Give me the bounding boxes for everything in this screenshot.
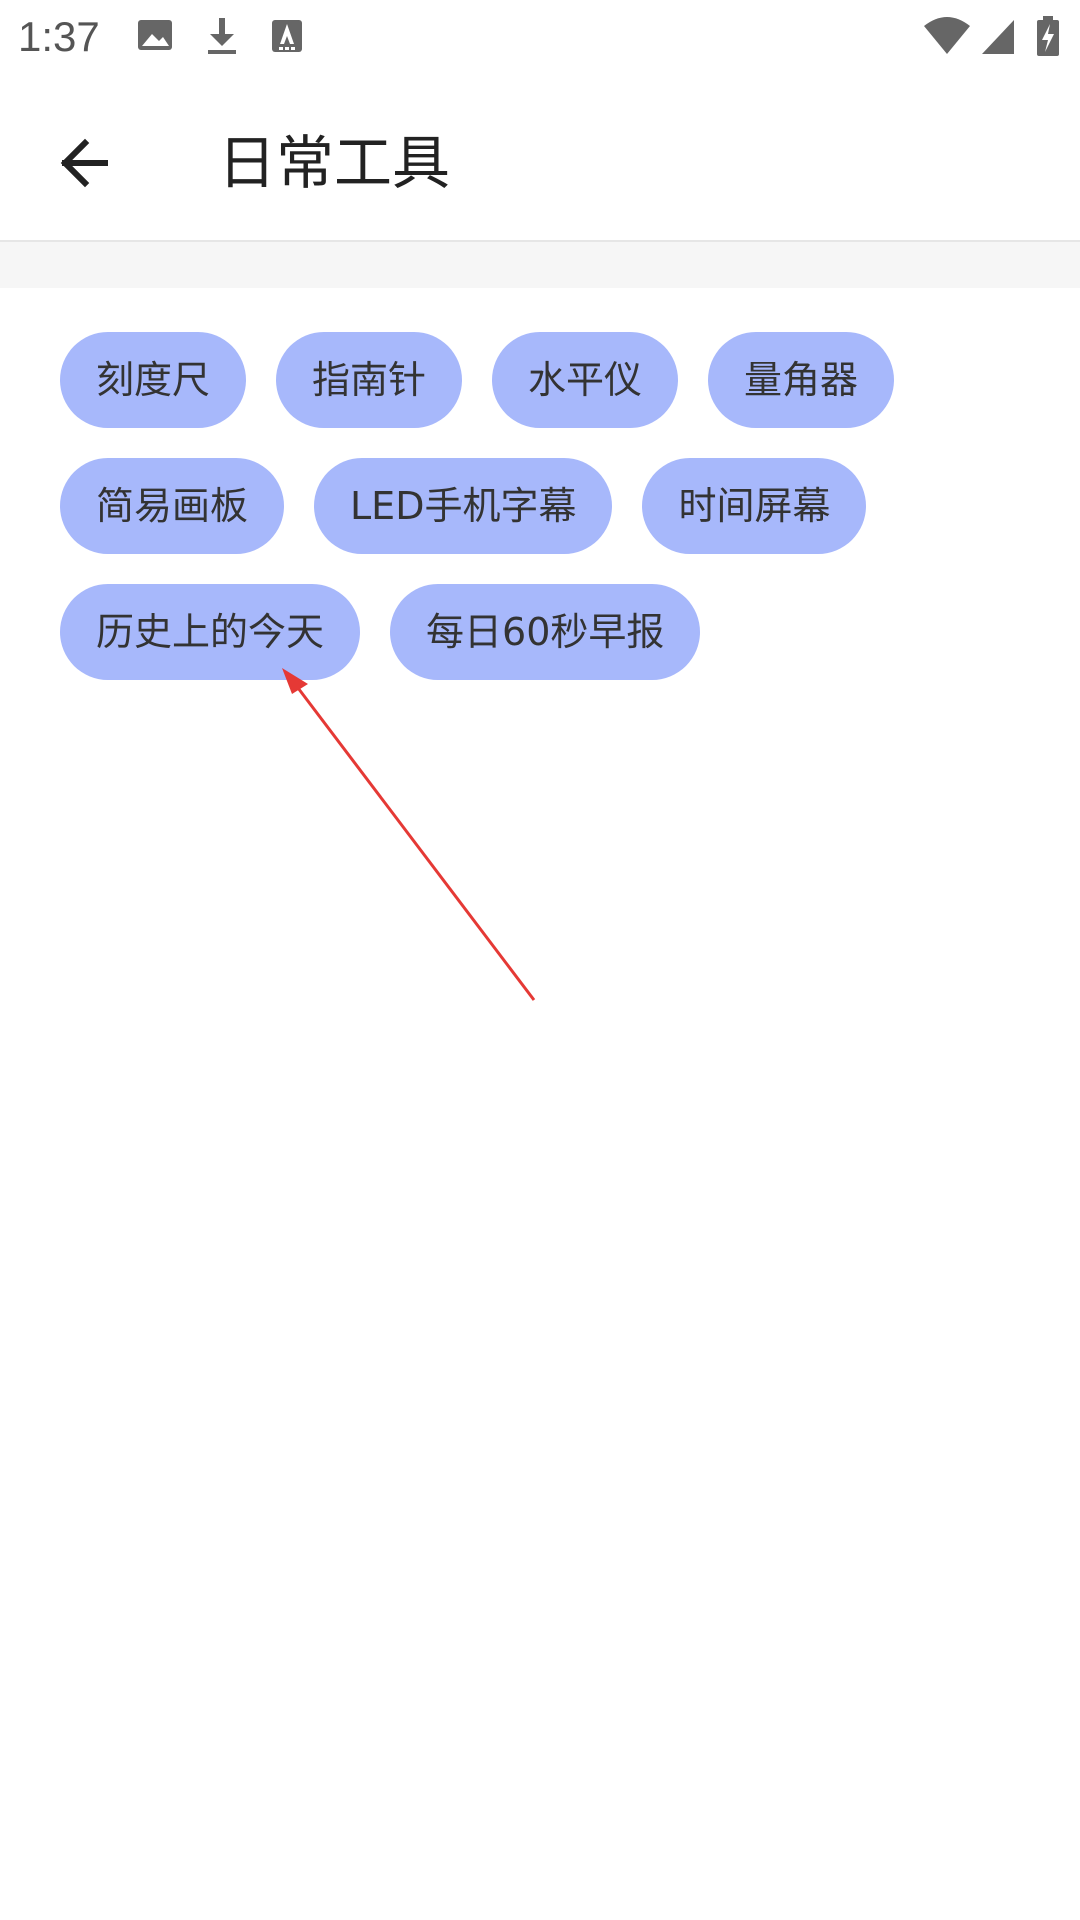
app-bar: 日常工具 bbox=[0, 74, 1080, 242]
chip-daily-60s-news[interactable]: 每日60秒早报 bbox=[390, 584, 701, 680]
tool-chip-group: 刻度尺 指南针 水平仪 量角器 简易画板 LED手机字幕 时间屏幕 历史上的今天… bbox=[60, 332, 1040, 710]
chip-simple-drawing-board[interactable]: 简易画板 bbox=[60, 458, 285, 554]
chip-time-screen[interactable]: 时间屏幕 bbox=[642, 458, 867, 554]
chip-row: 简易画板 LED手机字幕 时间屏幕 bbox=[60, 458, 1040, 554]
keyboard-a-icon bbox=[268, 14, 308, 58]
chip-row: 刻度尺 指南针 水平仪 量角器 bbox=[60, 332, 1040, 428]
chip-today-in-history[interactable]: 历史上的今天 bbox=[60, 584, 361, 680]
status-bar: 1:37 bbox=[0, 0, 1080, 74]
chip-compass[interactable]: 指南针 bbox=[276, 332, 463, 428]
arrow-left-icon bbox=[60, 138, 108, 188]
chip-level[interactable]: 水平仪 bbox=[492, 332, 679, 428]
download-icon bbox=[202, 14, 242, 58]
status-time: 1:37 bbox=[18, 13, 100, 60]
chip-led-subtitle[interactable]: LED手机字幕 bbox=[314, 458, 613, 554]
battery-charging-icon bbox=[1034, 14, 1062, 58]
signal-icon bbox=[980, 14, 1016, 58]
chip-ruler[interactable]: 刻度尺 bbox=[60, 332, 247, 428]
section-divider bbox=[0, 242, 1080, 288]
wifi-icon bbox=[922, 14, 972, 58]
page-title: 日常工具 bbox=[218, 129, 451, 197]
back-button[interactable] bbox=[40, 118, 130, 208]
chip-row: 历史上的今天 每日60秒早报 bbox=[60, 584, 1040, 680]
chip-protractor[interactable]: 量角器 bbox=[708, 332, 895, 428]
image-icon bbox=[136, 14, 176, 58]
